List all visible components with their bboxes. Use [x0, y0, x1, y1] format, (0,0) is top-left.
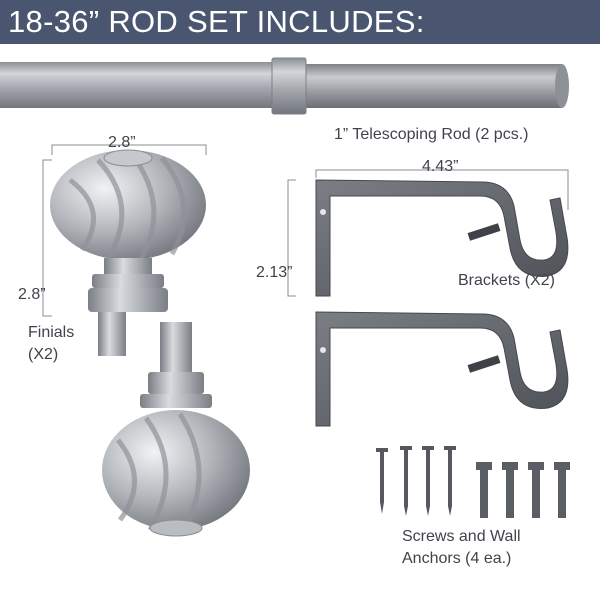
wall-anchor: [528, 462, 544, 518]
bracket-bottom: [315, 311, 569, 427]
finials-label-line1: Finials: [28, 324, 75, 341]
finials-label-line2: (X2): [28, 346, 59, 363]
header-banner: 18-36” ROD SET INCLUDES:: [0, 0, 600, 44]
hardware-label-line2: Anchors (4 ea.): [402, 550, 512, 567]
page-title: 18-36” ROD SET INCLUDES:: [8, 4, 425, 39]
thumb-screw: [467, 355, 501, 373]
screw: [376, 448, 388, 514]
bracket-height-dim: 2.13”: [256, 264, 293, 281]
bracket-width-dim: 4.43”: [422, 158, 459, 175]
bracket-dimension-lines: [287, 169, 569, 297]
wall-anchor: [554, 462, 570, 518]
finial-top: [50, 149, 206, 356]
finial-dimension-lines: [42, 144, 207, 317]
wall-anchor: [502, 462, 518, 518]
wall-anchors: [476, 462, 570, 518]
finial-bottom: [102, 322, 250, 537]
thumb-screw: [467, 223, 501, 241]
hardware-label-line1: Screws and Wall: [402, 528, 521, 545]
bracket-top: [315, 179, 569, 297]
finial-height-dim: 2.8”: [18, 286, 46, 303]
rod-label: 1” Telescoping Rod (2 pcs.): [334, 126, 529, 143]
finial-width-dim: 2.8”: [108, 134, 136, 151]
screw: [400, 446, 412, 516]
brackets-label: Brackets (X2): [458, 272, 555, 289]
screw: [444, 446, 456, 516]
screw: [422, 446, 434, 516]
screws: [376, 446, 456, 516]
wall-anchor: [476, 462, 492, 518]
telescoping-rod: [0, 57, 569, 115]
